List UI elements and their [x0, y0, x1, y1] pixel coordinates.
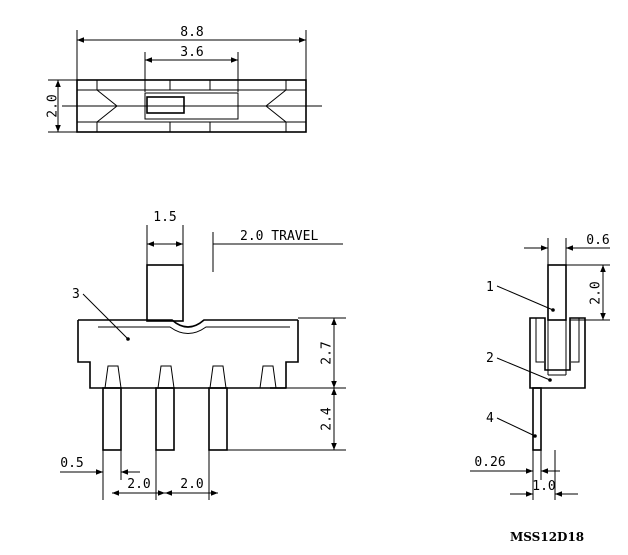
dim-knob-height: 2.0: [589, 281, 604, 304]
dim-slot: 3.6: [180, 45, 203, 60]
end-housing: [529, 317, 586, 389]
dim-pin-length: 2.4: [320, 407, 335, 431]
side-housing: [77, 320, 299, 389]
side-pin-1: [102, 387, 122, 451]
top-view: 8.8 3.6 2.0: [46, 25, 322, 133]
top-knob: [146, 96, 185, 114]
dim-pin-width: 0.5: [60, 456, 83, 471]
dim-knob-width: 1.5: [153, 210, 176, 225]
callout-1: 1: [486, 280, 494, 295]
callout-2: 2: [486, 351, 494, 366]
callout-4: 4: [486, 411, 494, 426]
end-pin: [532, 387, 542, 451]
side-view: 1.5 2.0 TRAVEL 2.7 2.4: [60, 210, 346, 500]
dim-height: 2.0: [46, 94, 61, 117]
dim-overall: 8.8: [180, 25, 203, 40]
top-slot: [144, 92, 239, 120]
side-housing-top: [78, 319, 298, 328]
side-knob: [146, 264, 184, 322]
dim-pitch-1: 2.0: [127, 477, 150, 492]
end-knob: [547, 264, 567, 321]
dim-pin-offset: 1.0: [532, 479, 555, 494]
travel-note: 2.0 TRAVEL: [240, 229, 318, 244]
end-view: 0.6 2.0 1 2 4 0.26: [470, 233, 610, 500]
dim-pin-thick: 0.26: [474, 455, 505, 470]
part-number: MSS12D18: [510, 530, 584, 544]
dim-pitch-2: 2.0: [180, 477, 203, 492]
side-pin-3: [208, 387, 228, 451]
side-pin-2: [155, 387, 175, 451]
dim-body-height: 2.7: [320, 341, 335, 364]
dim-knob-thick: 0.6: [586, 233, 609, 248]
callout-3: 3: [72, 287, 80, 302]
